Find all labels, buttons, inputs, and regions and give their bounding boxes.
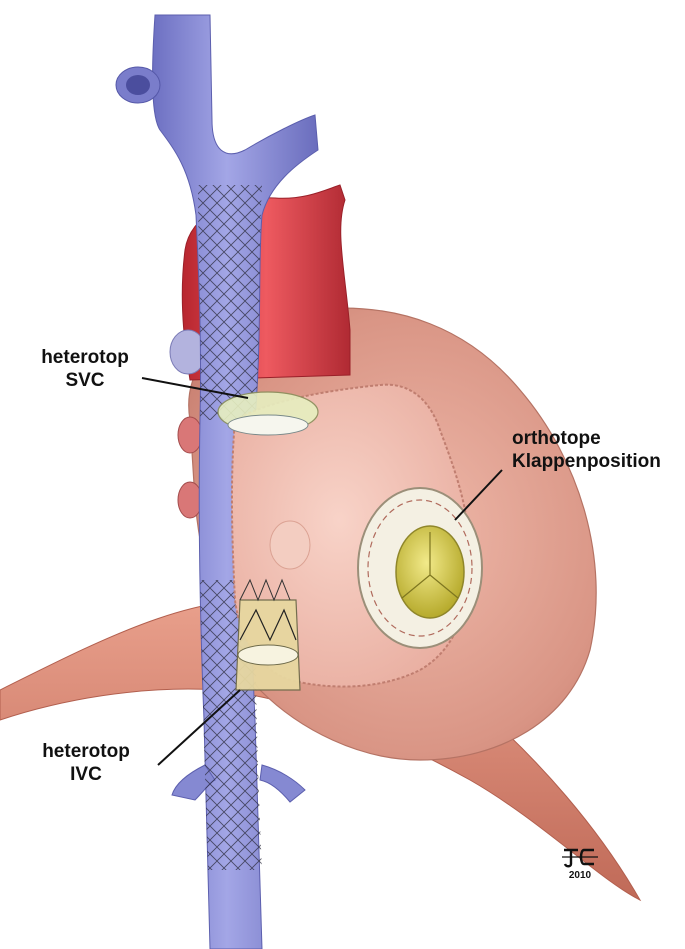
heterotopic-ivc-valve xyxy=(235,578,301,691)
label-heterotop-ivc: heterotop IVC xyxy=(38,740,134,786)
signature-year: 2010 xyxy=(568,870,592,881)
artist-monogram xyxy=(562,848,598,868)
svc-branch-lumen xyxy=(126,75,150,95)
heterotopic-svc-valve xyxy=(217,391,319,436)
pulmonary-vein-low xyxy=(177,481,203,519)
label-orthotope: orthotope Klappenposition xyxy=(512,427,661,473)
label-heterotop-svc-line1: heterotop xyxy=(41,347,129,368)
leader-line-svc xyxy=(141,377,249,399)
orthotopic-valve xyxy=(357,487,483,649)
artist-signature: 2010 xyxy=(560,846,600,886)
leader-line-orthotope xyxy=(454,469,503,521)
label-orthotope-line1: orthotope xyxy=(512,428,601,449)
pulmonary-vein-mid xyxy=(177,416,203,454)
ivc-branch-right xyxy=(259,764,306,803)
fossa-ovalis xyxy=(269,520,311,570)
label-heterotop-ivc-line2: IVC xyxy=(70,764,102,785)
stent-upper xyxy=(198,185,262,420)
label-heterotop-svc: heterotop SVC xyxy=(30,346,140,392)
label-orthotope-line2: Klappenposition xyxy=(512,451,661,472)
leader-line-ivc xyxy=(157,689,241,766)
label-heterotop-svc-line2: SVC xyxy=(65,370,105,391)
label-heterotop-ivc-line1: heterotop xyxy=(42,741,130,762)
